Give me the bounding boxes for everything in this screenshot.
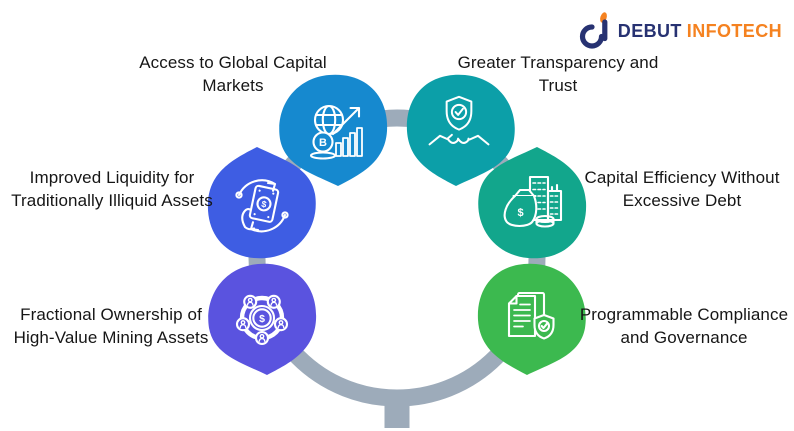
benefit-label-line: Excessive Debt bbox=[622, 190, 742, 210]
benefit-label-line: Trust bbox=[538, 75, 578, 95]
brand-name-infotech: INFOTECH bbox=[686, 20, 782, 41]
svg-text:B: B bbox=[319, 137, 327, 149]
benefit-label-line: Capital Efficiency Without bbox=[584, 168, 780, 187]
benefit-label-line: Fractional Ownership of bbox=[20, 305, 202, 324]
benefit-label-global-capital-markets: Access to Global Capital Markets bbox=[139, 52, 327, 97]
benefit-label-line: Access to Global Capital bbox=[139, 53, 327, 72]
user-node-icon bbox=[235, 294, 289, 346]
benefit-label-line: Improved Liquidity for bbox=[29, 168, 195, 187]
benefit-label-improved-liquidity: Improved Liquidity for Traditionally Ill… bbox=[11, 167, 213, 212]
svg-text:$: $ bbox=[517, 207, 523, 219]
benefit-label-line: Programmable Compliance bbox=[579, 305, 789, 324]
shield-handshake-icon bbox=[428, 95, 490, 146]
dollar-network-icon: $ bbox=[235, 294, 289, 346]
svg-text:$: $ bbox=[260, 199, 267, 210]
debut-infotech-logo-icon bbox=[579, 12, 608, 49]
benefit-label-fractional-ownership: Fractional Ownership of High-Value Minin… bbox=[14, 304, 209, 349]
benefit-label-line: Greater Transparency and bbox=[457, 53, 659, 72]
benefit-label-line: High-Value Mining Assets bbox=[13, 327, 209, 347]
svg-text:$: $ bbox=[259, 313, 265, 325]
document-shield-icon bbox=[507, 291, 555, 340]
benefit-label-capital-efficiency: Capital Efficiency Without Excessive Deb… bbox=[584, 167, 779, 212]
benefit-label-line: and Governance bbox=[620, 327, 748, 347]
benefit-label-programmable-compliance: Programmable Compliance and Governance bbox=[580, 304, 788, 349]
benefit-label-line: Markets bbox=[202, 75, 264, 95]
benefit-label-transparency-trust: Greater Transparency and Trust bbox=[458, 52, 659, 97]
money-bag-buildings-icon: $ bbox=[503, 175, 563, 228]
benefit-label-line: Traditionally Illiquid Assets bbox=[11, 190, 213, 210]
brand-name-debut: DEBUT bbox=[617, 20, 682, 41]
petal-transparency-trust bbox=[406, 74, 515, 186]
cash-cycle-hand-icon: $ bbox=[235, 179, 289, 233]
globe-bitcoin-growth-icon: B bbox=[309, 104, 363, 160]
